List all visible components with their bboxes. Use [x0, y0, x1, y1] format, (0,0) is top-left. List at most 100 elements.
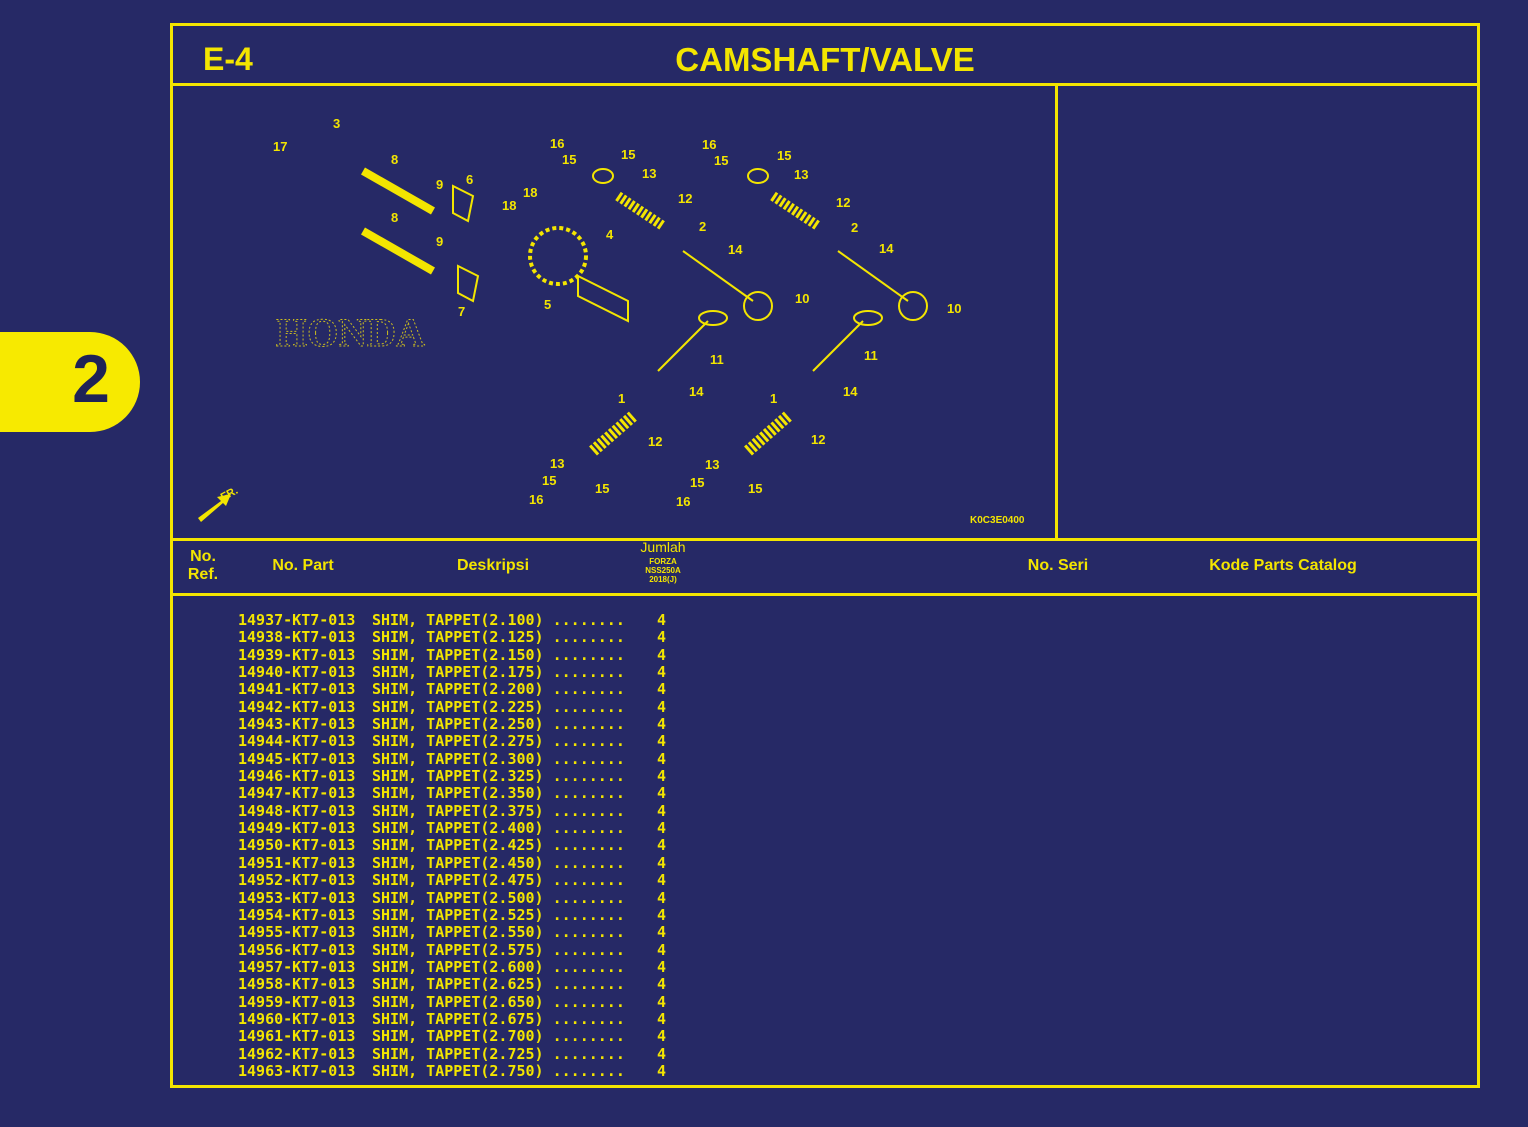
quantity: 4 [657, 940, 667, 959]
part-number: 14950-KT7-013 [238, 836, 356, 855]
header-qty-model: FORZA [649, 557, 677, 566]
section-number: 2 [72, 341, 110, 417]
header-qty-label: Jumlah [640, 539, 686, 555]
quantity: 4 [657, 784, 667, 803]
quantity: 4 [657, 1044, 667, 1063]
callout-label: 12 [648, 434, 662, 449]
part-description: SHIM, TAPPET(2.200) ........ [372, 680, 625, 699]
section-code: E-4 [203, 41, 253, 77]
table-row[interactable]: 14952-KT7-013 SHIM, TAPPET(2.475) .......… [238, 871, 677, 890]
divider [173, 83, 1477, 86]
callout-label: 14 [879, 241, 894, 256]
part-number: 14957-KT7-013 [238, 957, 356, 976]
callout-label: 13 [642, 166, 656, 181]
part-description: SHIM, TAPPET(2.400) ........ [372, 819, 625, 838]
part-number: 14961-KT7-013 [238, 1027, 356, 1046]
part-number: 14952-KT7-013 [238, 871, 356, 890]
header-ref-line2: Ref. [187, 566, 219, 583]
part-number: 14954-KT7-013 [238, 905, 356, 924]
quantity: 4 [657, 697, 667, 716]
table-row[interactable]: 14961-KT7-013 SHIM, TAPPET(2.700) .......… [238, 1027, 677, 1046]
quantity: 4 [657, 801, 667, 820]
section-tab[interactable]: 2 [0, 332, 140, 432]
callout-label: 15 [714, 153, 728, 168]
part-description: SHIM, TAPPET(2.575) ........ [372, 940, 625, 959]
front-marker: FR. [219, 485, 240, 504]
callout-label: 11 [710, 352, 724, 367]
rocker-shaft [361, 227, 435, 275]
valve-head [853, 310, 883, 326]
callout-label: 15 [777, 148, 791, 163]
callout-label: 3 [333, 116, 340, 131]
cam-sprocket [528, 226, 588, 286]
part-number: 14944-KT7-013 [238, 732, 356, 751]
divider [173, 538, 1477, 541]
callout-label: 2 [699, 219, 706, 234]
part-description: SHIM, TAPPET(2.275) ........ [372, 732, 625, 751]
callout-label: 7 [458, 304, 465, 319]
header-desc: Deskripsi [456, 557, 530, 574]
part-description: SHIM, TAPPET(2.750) ........ [372, 1061, 625, 1080]
callout-label: 14 [843, 384, 858, 399]
part-description: SHIM, TAPPET(2.250) ........ [372, 715, 625, 734]
quantity: 4 [657, 645, 667, 664]
honda-logo-watermark: HONDA [276, 310, 425, 355]
table-row[interactable]: 14957-KT7-013 SHIM, TAPPET(2.600) .......… [238, 957, 677, 976]
callout-label: 17 [273, 139, 287, 154]
part-description: SHIM, TAPPET(2.175) ........ [372, 663, 625, 682]
table-row[interactable]: 14944-KT7-013 SHIM, TAPPET(2.275) .......… [238, 732, 677, 751]
part-number: 14937-KT7-013 [238, 611, 356, 629]
quantity: 4 [657, 957, 667, 976]
divider [173, 593, 1477, 596]
callout-label: 12 [678, 191, 692, 206]
table-row[interactable]: 14942-KT7-013 SHIM, TAPPET(2.225) .......… [238, 697, 677, 716]
header-qty-model: 2018(J) [649, 575, 677, 584]
callout-label: 16 [702, 137, 716, 152]
diagram-code: K0C3E0400 [970, 515, 1025, 526]
part-number: 14955-KT7-013 [238, 923, 356, 942]
callout-label: 9 [436, 177, 443, 192]
callout-label: 15 [621, 147, 635, 162]
callout-label: 5 [544, 297, 551, 312]
part-description: SHIM, TAPPET(2.700) ........ [372, 1027, 625, 1046]
part-number: 14942-KT7-013 [238, 697, 356, 716]
callout-label: 10 [947, 301, 961, 316]
rocker-arm [452, 184, 480, 303]
part-description: SHIM, TAPPET(2.225) ........ [372, 697, 625, 716]
quantity: 4 [657, 767, 667, 786]
quantity: 4 [657, 888, 667, 907]
part-number: 14939-KT7-013 [238, 645, 356, 664]
callout-label: 13 [550, 456, 564, 471]
part-description: SHIM, TAPPET(2.600) ........ [372, 957, 625, 976]
part-description: SHIM, TAPPET(2.475) ........ [372, 871, 625, 890]
part-description: SHIM, TAPPET(2.350) ........ [372, 784, 625, 803]
valve-stem [812, 320, 864, 372]
callout-label: 15 [562, 152, 576, 167]
part-number: 14959-KT7-013 [238, 992, 356, 1011]
quantity: 4 [657, 715, 667, 734]
quantity: 4 [657, 853, 667, 872]
